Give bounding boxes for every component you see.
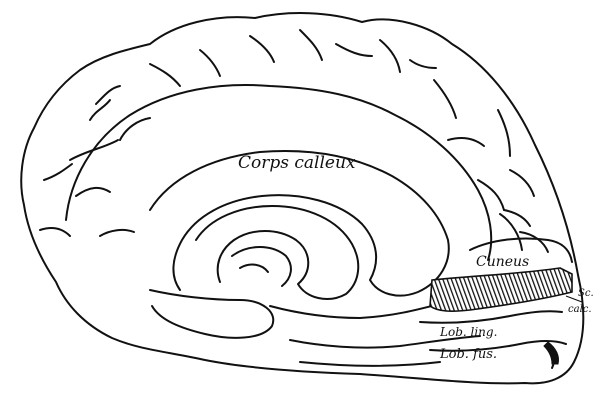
label-lob-ling: Lob. ling. bbox=[439, 325, 497, 339]
calcarine-fissure-hatch bbox=[430, 268, 572, 311]
label-lob-fus: Lob. fus. bbox=[439, 347, 497, 362]
label-sc: Sc. bbox=[578, 288, 594, 299]
temporal-gyrus bbox=[150, 290, 273, 338]
label-corps-calleux: Corps calleux bbox=[238, 153, 356, 173]
label-calc: calc. bbox=[568, 304, 592, 315]
label-cuneus: Cuneus bbox=[476, 254, 529, 270]
inner-region bbox=[196, 206, 358, 299]
